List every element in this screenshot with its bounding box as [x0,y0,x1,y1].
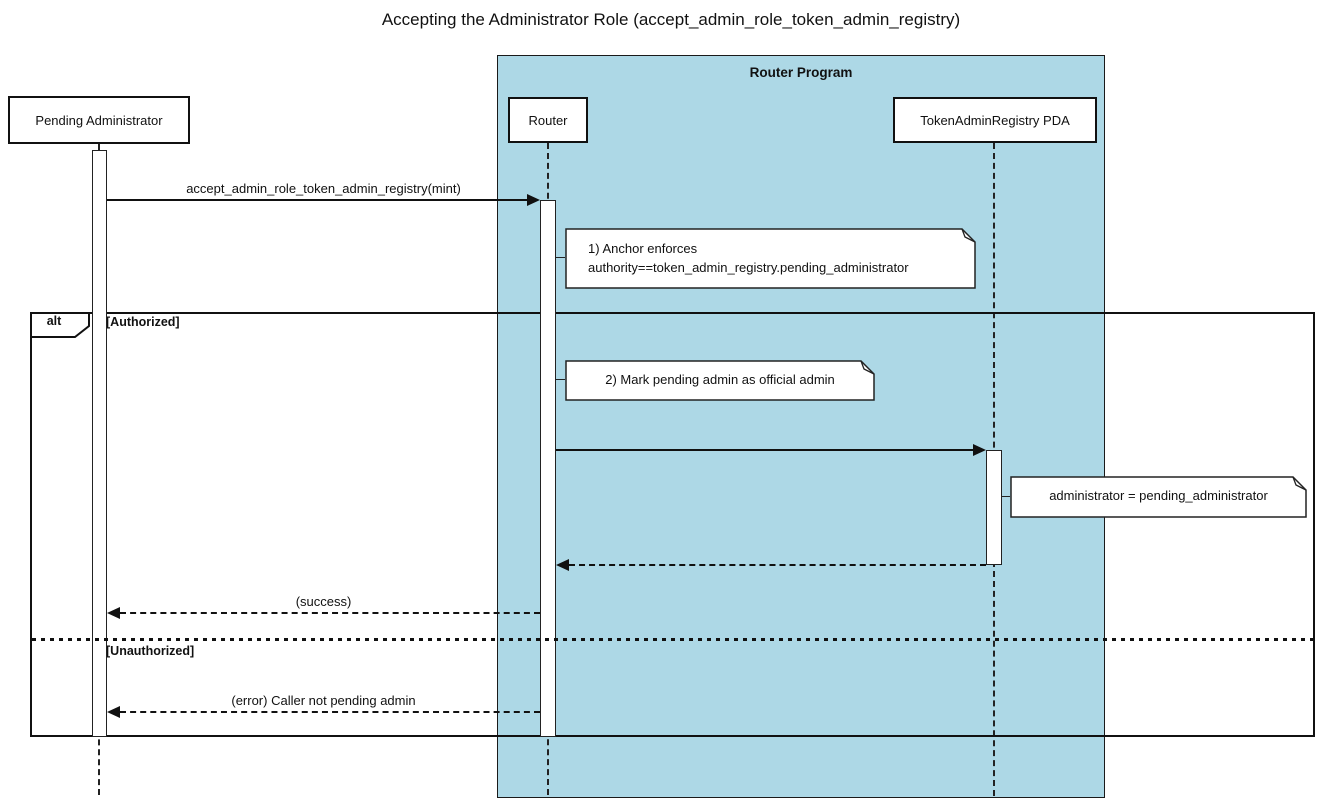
arrowhead-right-icon [527,194,540,206]
note-shape [565,360,875,401]
note-mark-pending-admin: 2) Mark pending admin as official admin [565,360,875,401]
guard-authorized: [Authorized] [106,315,180,329]
return-success-line [120,612,540,614]
actor-token-admin-registry-label: TokenAdminRegistry PDA [920,112,1070,128]
note-connector-anchor-enforces [556,257,565,258]
actor-token-admin-registry: TokenAdminRegistry PDA [893,97,1097,143]
alt-operator-pentagon [30,312,90,338]
arrowhead-left-icon [107,706,120,718]
return-error-line [120,711,540,713]
note-shape [565,228,976,289]
note-administrator-assignment: administrator = pending_administrator [1010,476,1307,518]
alt-frame [30,312,1315,737]
actor-router-label: Router [528,112,568,128]
note-connector-mark-pending [556,379,565,380]
arrowhead-right-icon [973,444,986,456]
router-program-label: Router Program [749,65,853,80]
guard-unauthorized: [Unauthorized] [106,644,195,658]
arrowhead-left-icon [556,559,569,571]
return-registry-to-router-line [569,564,986,566]
note-anchor-enforces-line2: authority==token_admin_registry.pending_… [588,260,909,275]
activation-pending-administrator [92,150,107,737]
note-shape [1010,476,1307,518]
alt-divider [32,638,1313,641]
activation-registry [986,450,1002,565]
actor-router: Router [508,97,588,143]
return-success-label: (success) [295,594,352,609]
actor-pending-administrator-label: Pending Administrator [35,112,163,128]
note-connector-assign-admin [1002,496,1010,497]
return-error-label: (error) Caller not pending admin [231,693,416,708]
message-accept-admin-role-label: accept_admin_role_token_admin_registry(m… [186,181,461,196]
note-administrator-assignment-text: administrator = pending_administrator [1049,488,1268,503]
router-program-container: Router Program [497,55,1105,798]
activation-router [540,200,556,737]
note-anchor-enforces-line1: 1) Anchor enforces [588,241,698,256]
arrowhead-left-icon [107,607,120,619]
note-mark-pending-admin-text: 2) Mark pending admin as official admin [605,372,835,387]
message-accept-admin-role-line [107,199,528,201]
note-anchor-enforces: 1) Anchor enforces authority==token_admi… [565,228,976,289]
alt-operator-label: alt [46,314,62,328]
diagram-title: Accepting the Administrator Role (accept… [381,10,961,29]
actor-pending-administrator: Pending Administrator [8,96,190,144]
message-update-registry-line [556,449,974,451]
